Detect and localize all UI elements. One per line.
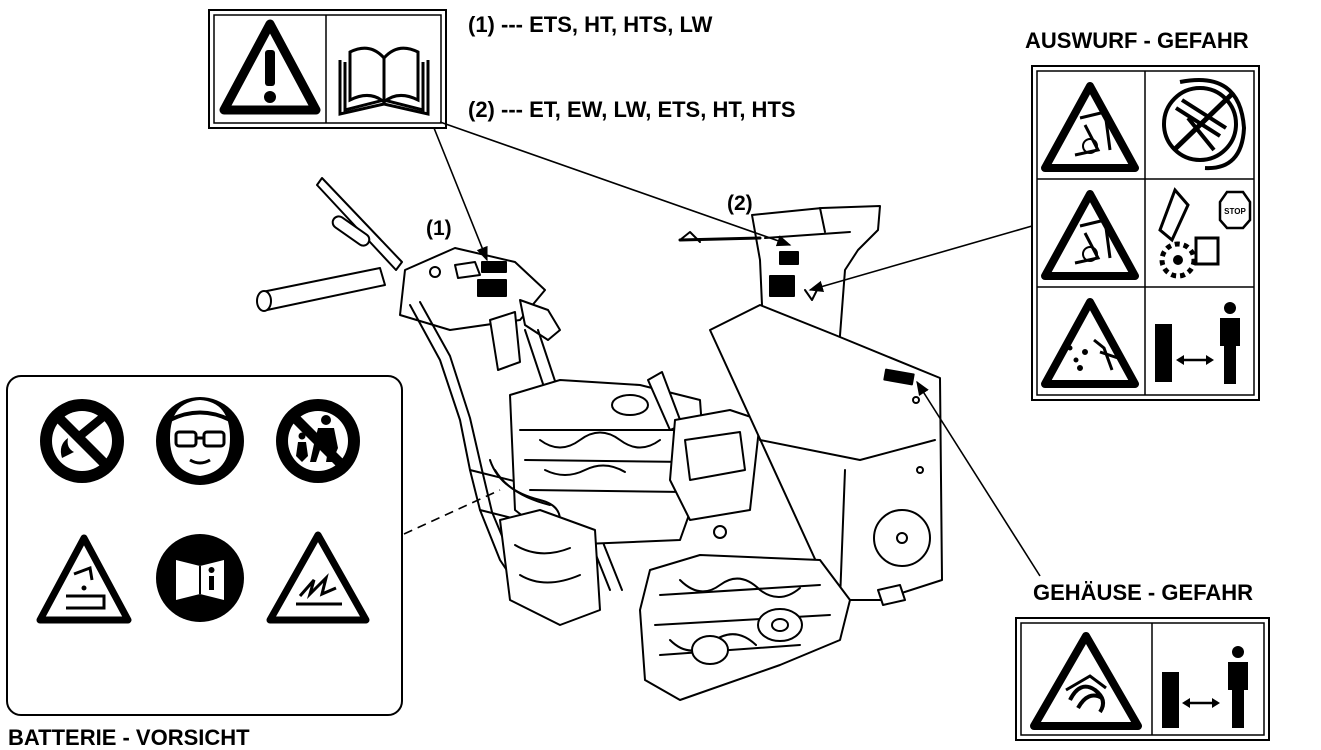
snow-blower-illustration xyxy=(256,177,943,701)
battery-caution-decal xyxy=(6,375,403,716)
arrow-to-decal-1 xyxy=(433,127,488,262)
eye-protection-icon xyxy=(156,397,244,485)
keep-distance-icon xyxy=(1155,302,1240,384)
arrow-to-chute-decal xyxy=(808,225,1033,292)
battery-dashed-leader xyxy=(403,489,501,535)
keep-children-away-icon xyxy=(276,399,360,483)
keep-distance-icon xyxy=(1162,646,1248,728)
stop-sign-text: STOP xyxy=(1224,207,1246,216)
acid-burn-triangle-icon xyxy=(36,534,132,624)
housing-danger-title: GEHÄUSE - GEFAHR xyxy=(1033,580,1254,605)
legend-line-2: (2) --- ET, EW, LW, ETS, HT, HTS xyxy=(468,97,796,122)
leader-lines xyxy=(403,121,1041,577)
stop-engine-clear-chute-icon: STOP xyxy=(1158,187,1252,279)
no-smoking-no-flame-icon xyxy=(40,399,124,483)
arrow-to-housing-decal xyxy=(916,380,1041,577)
explosion-triangle-icon xyxy=(266,531,370,624)
battery-caution-title: BATTERIE - VORSICHT xyxy=(8,725,250,750)
discharge-danger-title: AUSWURF - GEFAHR xyxy=(1025,28,1249,53)
manual-book-icon xyxy=(338,46,430,116)
auger-cut-triangle-icon xyxy=(1030,632,1142,730)
rotating-impeller-cut-icon xyxy=(1162,77,1247,171)
general-warning-decal xyxy=(208,9,447,129)
discharge-danger-decal: STOP xyxy=(1031,65,1260,401)
read-manual-icon xyxy=(156,534,244,622)
callout-label-1: (1) xyxy=(426,217,452,240)
arrow-to-decal-2 xyxy=(439,121,792,247)
hand-in-chute-triangle-icon xyxy=(1041,190,1139,280)
callout-label-2: (2) xyxy=(727,192,753,215)
hand-in-chute-triangle-icon xyxy=(1041,82,1139,172)
thrown-objects-triangle-icon xyxy=(1041,298,1139,388)
legend-line-1: (1) --- ETS, HT, HTS, LW xyxy=(468,12,713,37)
warning-triangle-icon xyxy=(219,19,321,115)
housing-danger-decal xyxy=(1015,617,1270,741)
